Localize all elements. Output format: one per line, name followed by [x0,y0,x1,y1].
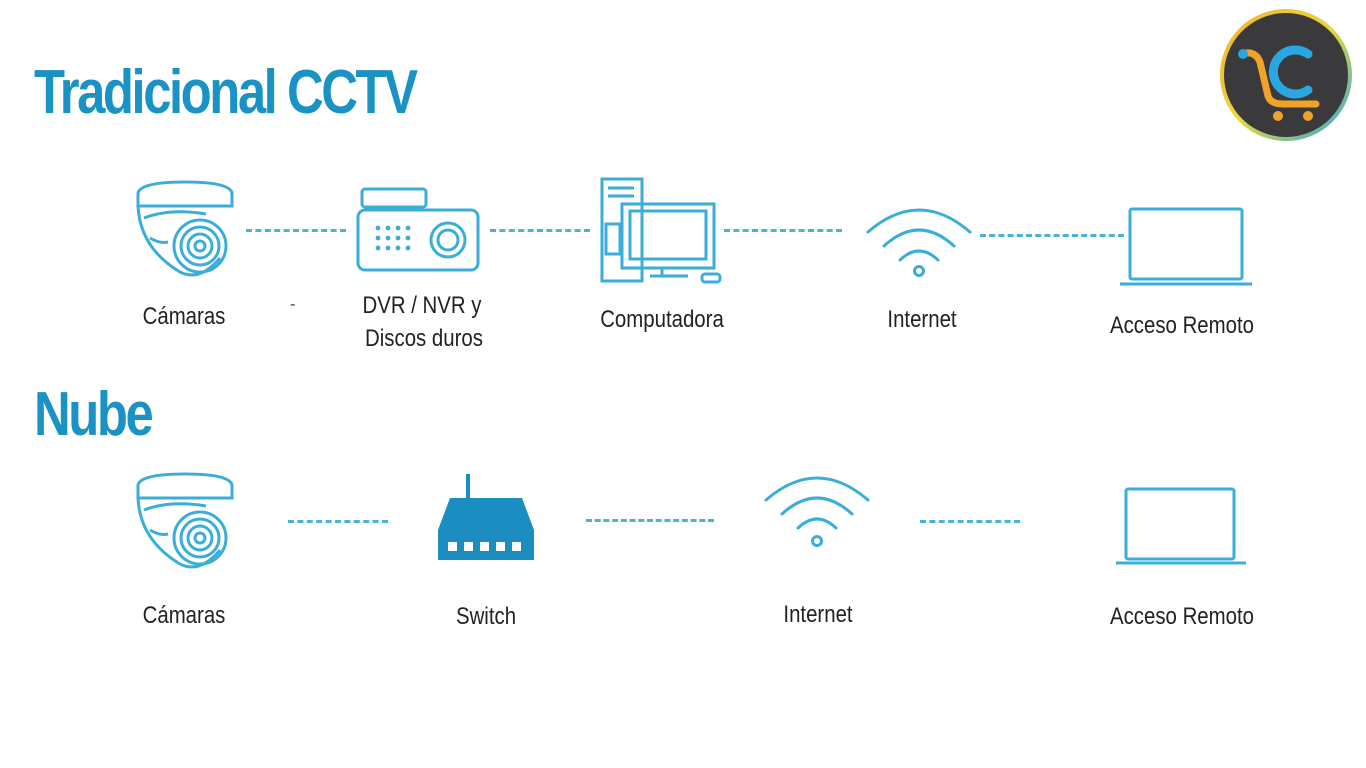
cloud-title: Nube [34,380,154,449]
connector-line [980,234,1124,237]
connector-line [920,520,1020,523]
dome-camera-icon [136,472,234,569]
traditional-cctv-title: Tradicional CCTV [34,58,418,127]
node-label-cameras: Cámaras [142,303,226,330]
node-label-remote-access: Acceso Remoto [1110,312,1254,339]
connector-line [288,520,388,523]
brand-logo: C [1220,9,1352,141]
wifi-icon [866,208,972,277]
connector-line [586,519,714,522]
laptop-icon [1120,207,1252,286]
connector-line [724,229,842,232]
node-label-dvr-line2: Discos duros [365,325,483,352]
node-label-switch: Switch [455,603,517,630]
connector-line [490,229,590,232]
node-label-dvr-line1: DVR / NVR y [362,292,482,319]
node-label-computer: Computadora [600,306,724,333]
stray-dash-mark: - [290,296,296,313]
wifi-icon [764,476,870,547]
node-label-remote-access: Acceso Remoto [1110,603,1254,630]
desktop-computer-icon [600,177,722,284]
node-label-cameras: Cámaras [142,602,226,629]
dvr-recorder-icon [356,187,480,272]
laptop-icon [1116,487,1246,565]
node-label-internet: Internet [887,306,957,333]
node-label-internet: Internet [783,601,853,628]
network-switch-icon [438,474,534,560]
dome-camera-icon [136,180,234,277]
connector-line [246,229,346,232]
